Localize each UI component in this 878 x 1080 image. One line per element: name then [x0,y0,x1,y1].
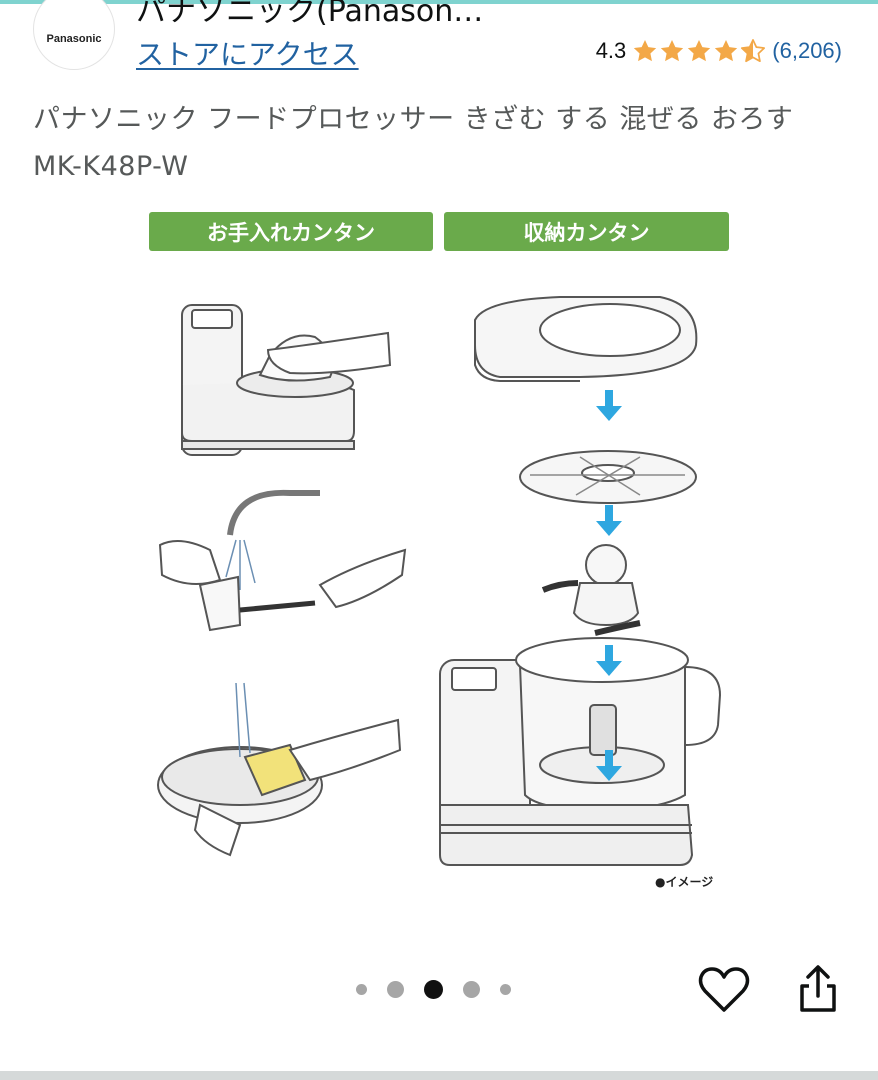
rating-count[interactable]: (6,206) [772,38,842,63]
badge-easy-storage: 収納カンタン [444,212,729,251]
top-accent-bar [0,0,878,4]
illustration-cutter [541,544,641,636]
brand-logo[interactable]: Panasonic [33,0,115,70]
carousel-dot-4[interactable] [463,981,480,998]
product-image[interactable]: お手入れカンタン 収納カンタン [140,205,740,905]
visit-store-link[interactable]: ストアにアクセス [136,38,359,71]
bottom-divider [0,1071,878,1080]
store-name: パナソニック(Panason… [136,0,484,29]
illustration-lid [474,296,698,382]
heart-icon [698,967,750,1012]
product-illustration [157,296,722,866]
carousel-dot-5[interactable] [500,984,511,995]
badge-easy-care: お手入れカンタン [149,212,433,251]
star-icon [661,39,684,62]
product-title: パナソニック フードプロセッサー きざむ する 混ぜる おろす MK-K48P-… [33,104,794,182]
illustration-disc [519,450,697,504]
carousel-dot-3-active[interactable] [424,980,443,999]
share-icon [800,965,836,1012]
carousel-dot-2[interactable] [387,981,404,998]
carousel-dot-1[interactable] [356,984,367,995]
star-icon [634,39,657,62]
illustration-main-unit [439,637,722,866]
illustration-arrows [596,390,622,781]
share-button[interactable] [794,962,842,1016]
illustration-wash-tap [158,489,407,632]
image-note: ●イメージ [655,875,714,889]
rating-value: 4.3 [595,38,627,63]
rating-summary[interactable]: 4.3 (6,206) [596,38,842,64]
carousel-dots [356,980,531,999]
brand-logo-text: Panasonic [46,33,102,45]
illustration-wipe-base [181,304,392,456]
illustration-wash-sponge [157,682,402,857]
star-icon [715,39,738,62]
star-half-icon [741,39,766,63]
rating-stars [632,38,766,64]
wishlist-button[interactable] [697,965,751,1015]
star-icon [688,39,711,62]
